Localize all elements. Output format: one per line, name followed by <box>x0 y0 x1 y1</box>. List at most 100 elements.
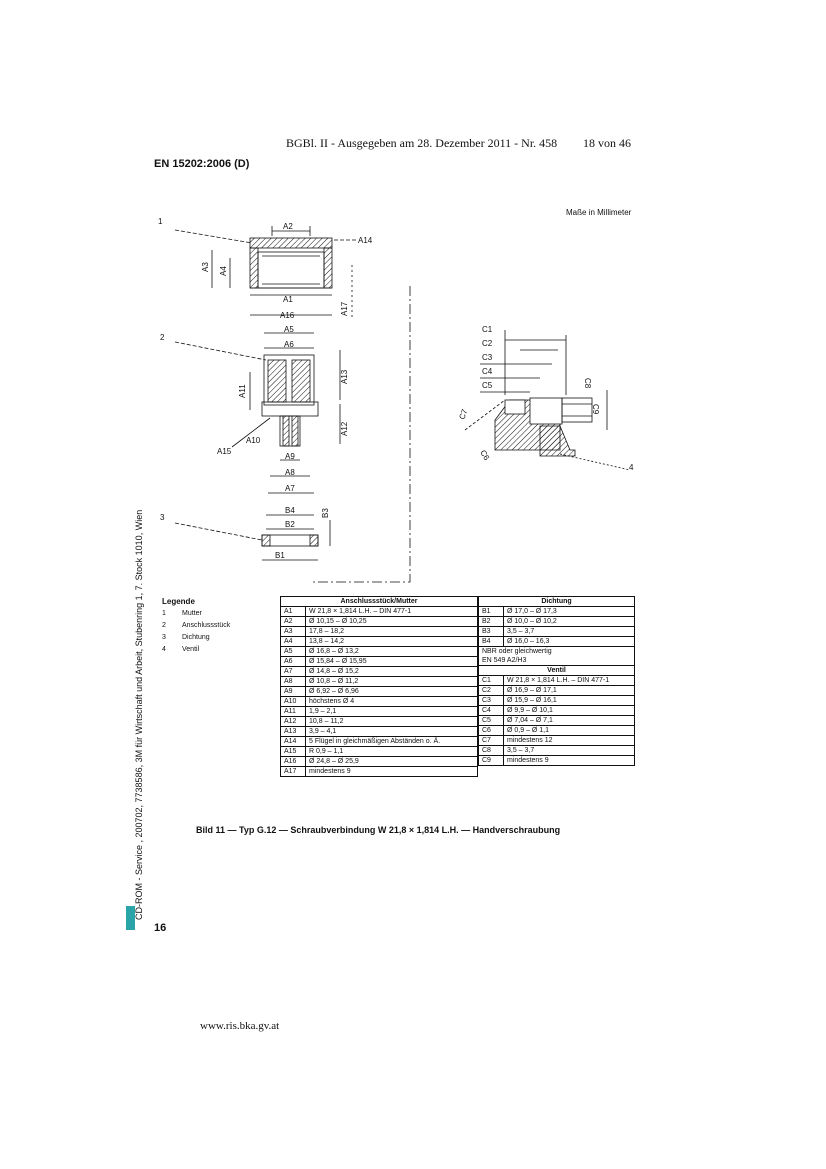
label-c6: C6 <box>478 449 491 463</box>
gazette-header: BGBl. II - Ausgegeben am 28. Dezember 20… <box>286 136 558 150</box>
row-value: Ø 10,0 – Ø 10,2 <box>503 616 635 627</box>
row-value: mindestens 9 <box>305 766 478 777</box>
label-c3: C3 <box>482 353 493 362</box>
material-line: EN 549 A2/H3 <box>478 656 635 666</box>
row-value: 3,5 – 3,7 <box>503 626 635 637</box>
row-value: Ø 16,0 – 16,3 <box>503 636 635 647</box>
row-value: Ø 17,0 – Ø 17,3 <box>503 606 635 617</box>
row-key: A6 <box>280 656 306 667</box>
row-value: 3,5 – 3,7 <box>503 745 635 756</box>
label-a11: A11 <box>238 384 247 398</box>
row-value: Ø 15,9 – Ø 16,1 <box>503 695 635 706</box>
row-key: A1 <box>280 606 306 617</box>
label-a5: A5 <box>284 325 294 334</box>
row-key: A2 <box>280 616 306 627</box>
row-value: Ø 24,8 – Ø 25,9 <box>305 756 478 767</box>
row-key: B1 <box>478 606 504 617</box>
row-value: Ø 10,15 – Ø 10,25 <box>305 616 478 627</box>
fitting-drawing <box>174 332 341 494</box>
label-b3: B3 <box>321 508 330 518</box>
row-key: A14 <box>280 736 306 747</box>
table-header: Dichtung <box>478 596 635 607</box>
row-key: A13 <box>280 726 306 737</box>
callout-4: 4 <box>629 463 634 472</box>
standard-id: EN 15202:2006 (D) <box>154 158 250 170</box>
row-key: A16 <box>280 756 306 767</box>
label-b1: B1 <box>275 551 285 560</box>
units-note: Maße in Millimeter <box>566 208 632 217</box>
row-value: 3,9 – 4,1 <box>305 726 478 737</box>
row-value: Ø 16,8 – Ø 13,2 <box>305 646 478 657</box>
label-c4: C4 <box>482 367 493 376</box>
label-a3: A3 <box>201 262 210 272</box>
label-a15: A15 <box>217 447 232 456</box>
row-key: B3 <box>478 626 504 637</box>
row-key: C2 <box>478 685 504 696</box>
row-value: Ø 15,84 – Ø 15,95 <box>305 656 478 667</box>
valve-drawing <box>464 330 631 471</box>
seal-drawing <box>174 514 331 561</box>
label-a17: A17 <box>340 301 349 316</box>
row-value: Ø 0,9 – Ø 1,1 <box>503 725 635 736</box>
table-header: Anschlussstück/Mutter <box>280 596 478 607</box>
label-a6: A6 <box>284 340 294 349</box>
row-key: A5 <box>280 646 306 657</box>
row-value: Ø 10,8 – Ø 11,2 <box>305 676 478 687</box>
label-a14: A14 <box>358 236 373 245</box>
label-b2: B2 <box>285 520 295 529</box>
row-value: W 21,8 × 1,814 L.H. – DIN 477-1 <box>305 606 478 617</box>
row-key: A4 <box>280 636 306 647</box>
row-value: höchstens Ø 4 <box>305 696 478 707</box>
row-key: C4 <box>478 705 504 716</box>
row-key: B4 <box>478 636 504 647</box>
row-key: A7 <box>280 666 306 677</box>
label-a13: A13 <box>340 369 349 384</box>
row-value: W 21,8 × 1,814 L.H. – DIN 477-1 <box>503 675 635 686</box>
row-value: Ø 16,9 – Ø 17,1 <box>503 685 635 696</box>
label-c8: C8 <box>583 378 592 389</box>
row-key: A12 <box>280 716 306 727</box>
label-b4: B4 <box>285 506 295 515</box>
row-key: A8 <box>280 676 306 687</box>
label-a4: A4 <box>219 266 228 276</box>
label-c1: C1 <box>482 325 493 334</box>
row-value: Ø 9,9 – Ø 10,1 <box>503 705 635 716</box>
label-c7: C7 <box>457 407 469 420</box>
label-a1: A1 <box>283 295 293 304</box>
table-header: Ventil <box>478 665 635 676</box>
row-key: C5 <box>478 715 504 726</box>
row-value: 13,8 – 14,2 <box>305 636 478 647</box>
label-a7: A7 <box>285 484 295 493</box>
label-a16: A16 <box>280 311 295 320</box>
row-key: A3 <box>280 626 306 637</box>
row-key: A15 <box>280 746 306 757</box>
label-c9: C9 <box>591 404 600 415</box>
label-a10: A10 <box>246 436 261 445</box>
callout-2: 2 <box>160 333 165 342</box>
